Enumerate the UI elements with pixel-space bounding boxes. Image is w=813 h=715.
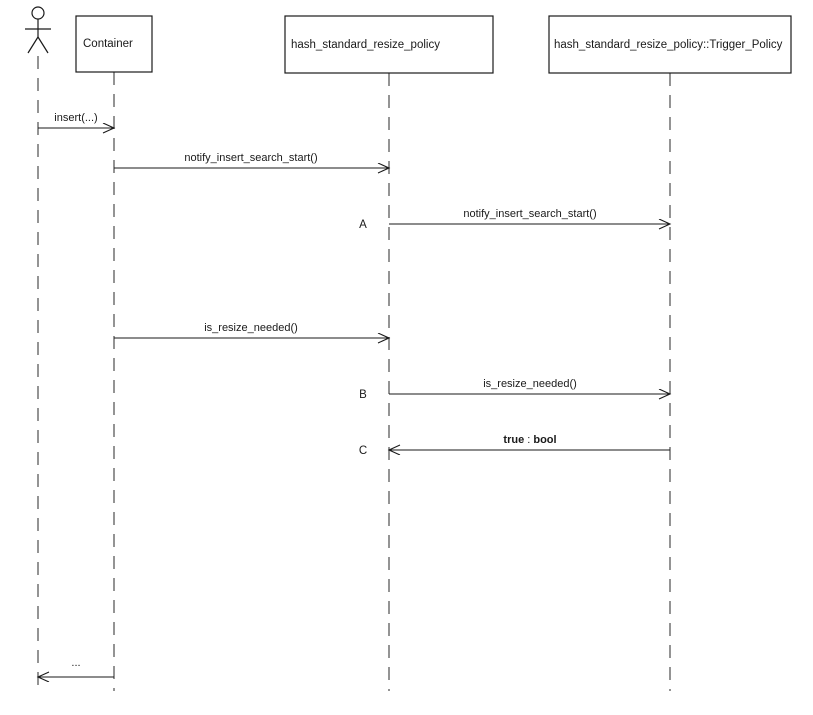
lifelines <box>37 56 671 691</box>
return-value-text: true <box>503 434 524 446</box>
participant-boxes: Container hash_standard_resize_policy ha… <box>75 15 792 74</box>
message-label-return-ellipsis: ... <box>71 657 80 669</box>
participant-label-container: Container <box>83 38 133 50</box>
participant-label-hash-standard-resize-policy: hash_standard_resize_policy <box>291 39 440 51</box>
marker-label-a: A <box>359 219 367 231</box>
return-type-text: bool <box>533 434 556 446</box>
message-insert: insert(...) <box>38 112 114 128</box>
actor-leg-left <box>27 36 39 54</box>
participant-container: Container <box>75 15 153 73</box>
participant-box-hash-standard-resize-policy <box>284 15 494 74</box>
marker-label-b: B <box>359 389 367 401</box>
actor-leg-right <box>37 36 49 54</box>
participant-hash-standard-resize-policy: hash_standard_resize_policy <box>284 15 494 74</box>
message-label-notify-insert-search-start-2: notify_insert_search_start() <box>463 208 596 220</box>
message-label-is-resize-needed-2: is_resize_needed() <box>483 378 577 390</box>
message-label-notify-insert-search-start-1: notify_insert_search_start() <box>184 152 317 164</box>
message-label-return-true-bool: true : bool <box>503 434 556 446</box>
participant-trigger-policy: hash_standard_resize_policy::Trigger_Pol… <box>548 15 792 74</box>
message-notify-insert-search-start-1: notify_insert_search_start() <box>114 152 389 168</box>
message-return-ellipsis: ... <box>38 657 114 677</box>
participant-box-container <box>75 15 153 73</box>
participant-label-trigger-policy: hash_standard_resize_policy::Trigger_Pol… <box>554 39 783 51</box>
return-separator-text: : <box>524 434 533 446</box>
message-label-insert: insert(...) <box>54 112 97 124</box>
message-label-is-resize-needed-1: is_resize_needed() <box>204 322 298 334</box>
message-notify-insert-search-start-2: A notify_insert_search_start() <box>359 208 670 231</box>
messages: insert(...) notify_insert_search_start()… <box>38 112 670 677</box>
message-is-resize-needed-1: is_resize_needed() <box>114 322 389 338</box>
message-return-true-bool: C true : bool <box>359 434 670 457</box>
marker-label-c: C <box>359 445 367 457</box>
participant-box-trigger-policy <box>548 15 792 74</box>
message-is-resize-needed-2: B is_resize_needed() <box>359 378 670 401</box>
actor-figure <box>25 6 51 54</box>
